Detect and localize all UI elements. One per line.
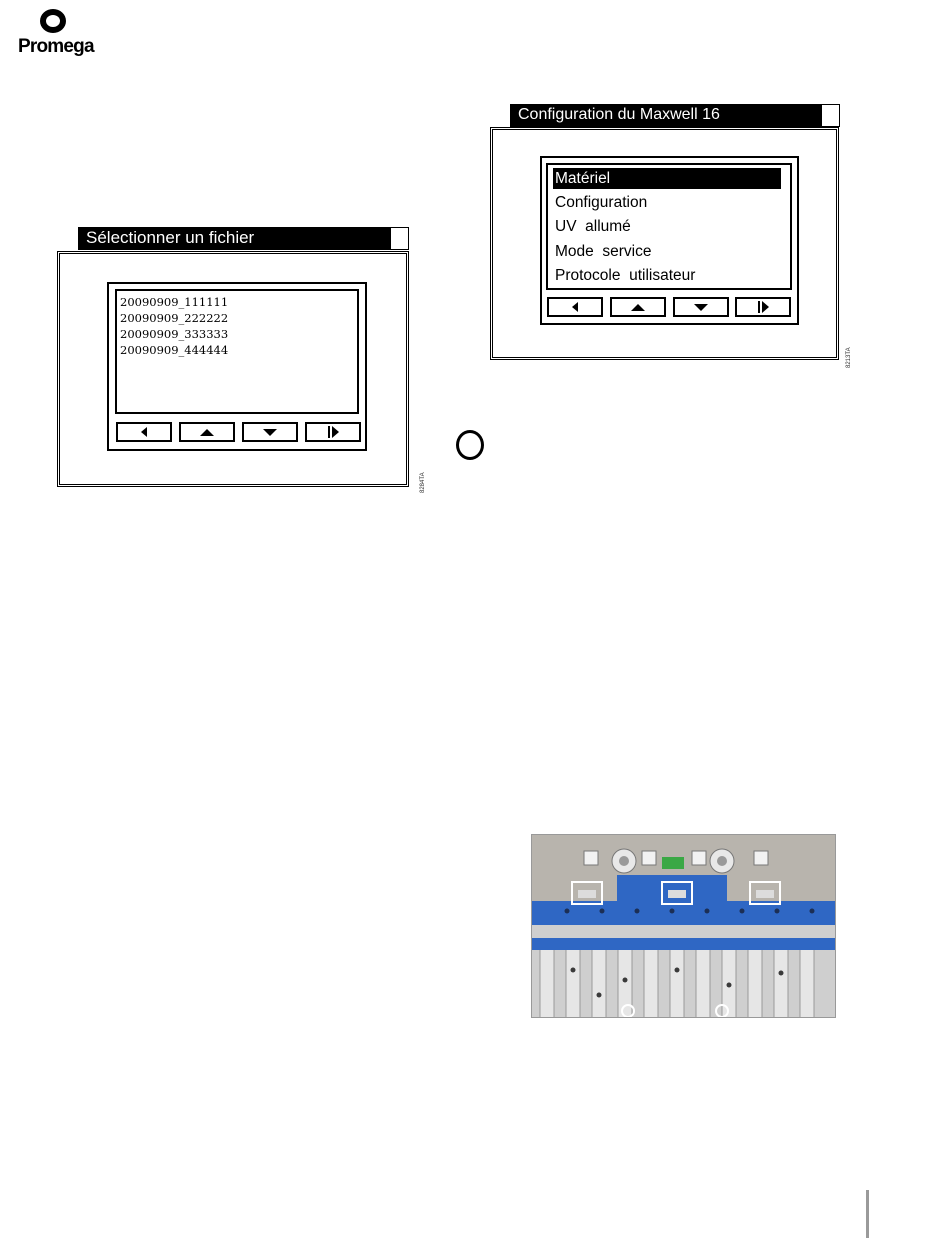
menu-item-configuration[interactable]: Configuration: [553, 192, 651, 213]
left-screen-title: Sélectionner un fichier: [86, 228, 254, 248]
circle-marker-icon: [456, 430, 484, 460]
figure-id: 8284TA: [420, 472, 426, 493]
down-button[interactable]: [242, 422, 298, 442]
up-button[interactable]: [179, 422, 235, 442]
arrow-down-icon: [694, 303, 708, 312]
figure-id: 8213TA: [846, 347, 852, 368]
file-list: 20090909_111111 20090909_222222 20090909…: [115, 289, 359, 414]
arrow-up-icon: [631, 303, 645, 312]
select-button[interactable]: [735, 297, 791, 317]
run-icon: [756, 301, 770, 313]
select-button[interactable]: [305, 422, 361, 442]
arrow-up-icon: [200, 428, 214, 437]
left-screen-title-bar: Sélectionner un fichier: [78, 227, 390, 250]
up-button[interactable]: [610, 297, 666, 317]
list-item[interactable]: 20090909_333333: [120, 327, 228, 341]
menu-item-protocole[interactable]: Protocole utilisateur: [553, 265, 699, 286]
arrow-down-icon: [263, 428, 277, 437]
list-item[interactable]: 20090909_444444: [120, 343, 228, 357]
right-screen-title-box: [821, 104, 840, 127]
menu-item-mode-service[interactable]: Mode service: [553, 241, 655, 262]
menu-item-materiel[interactable]: Matériel: [553, 168, 781, 189]
promega-logo-icon: [40, 9, 66, 33]
brand-name: Promega: [18, 36, 94, 58]
back-button[interactable]: [116, 422, 172, 442]
page-margin-rule: [866, 1190, 869, 1238]
right-screen-title-bar: Configuration du Maxwell 16: [510, 104, 821, 127]
back-button[interactable]: [547, 297, 603, 317]
down-button[interactable]: [673, 297, 729, 317]
list-item[interactable]: 20090909_111111: [120, 295, 228, 309]
menu-item-uv[interactable]: UV allumé: [553, 216, 635, 237]
instrument-photo: [531, 834, 836, 1018]
instrument-photo-illustration: [532, 835, 836, 1018]
left-screen-title-box: [390, 227, 409, 250]
arrow-left-icon: [570, 302, 580, 312]
arrow-left-icon: [139, 427, 149, 437]
list-item[interactable]: 20090909_222222: [120, 311, 228, 325]
menu-list: Matériel Configuration UV allumé Mode se…: [546, 163, 792, 290]
right-screen-title: Configuration du Maxwell 16: [518, 106, 720, 124]
run-icon: [326, 426, 340, 438]
